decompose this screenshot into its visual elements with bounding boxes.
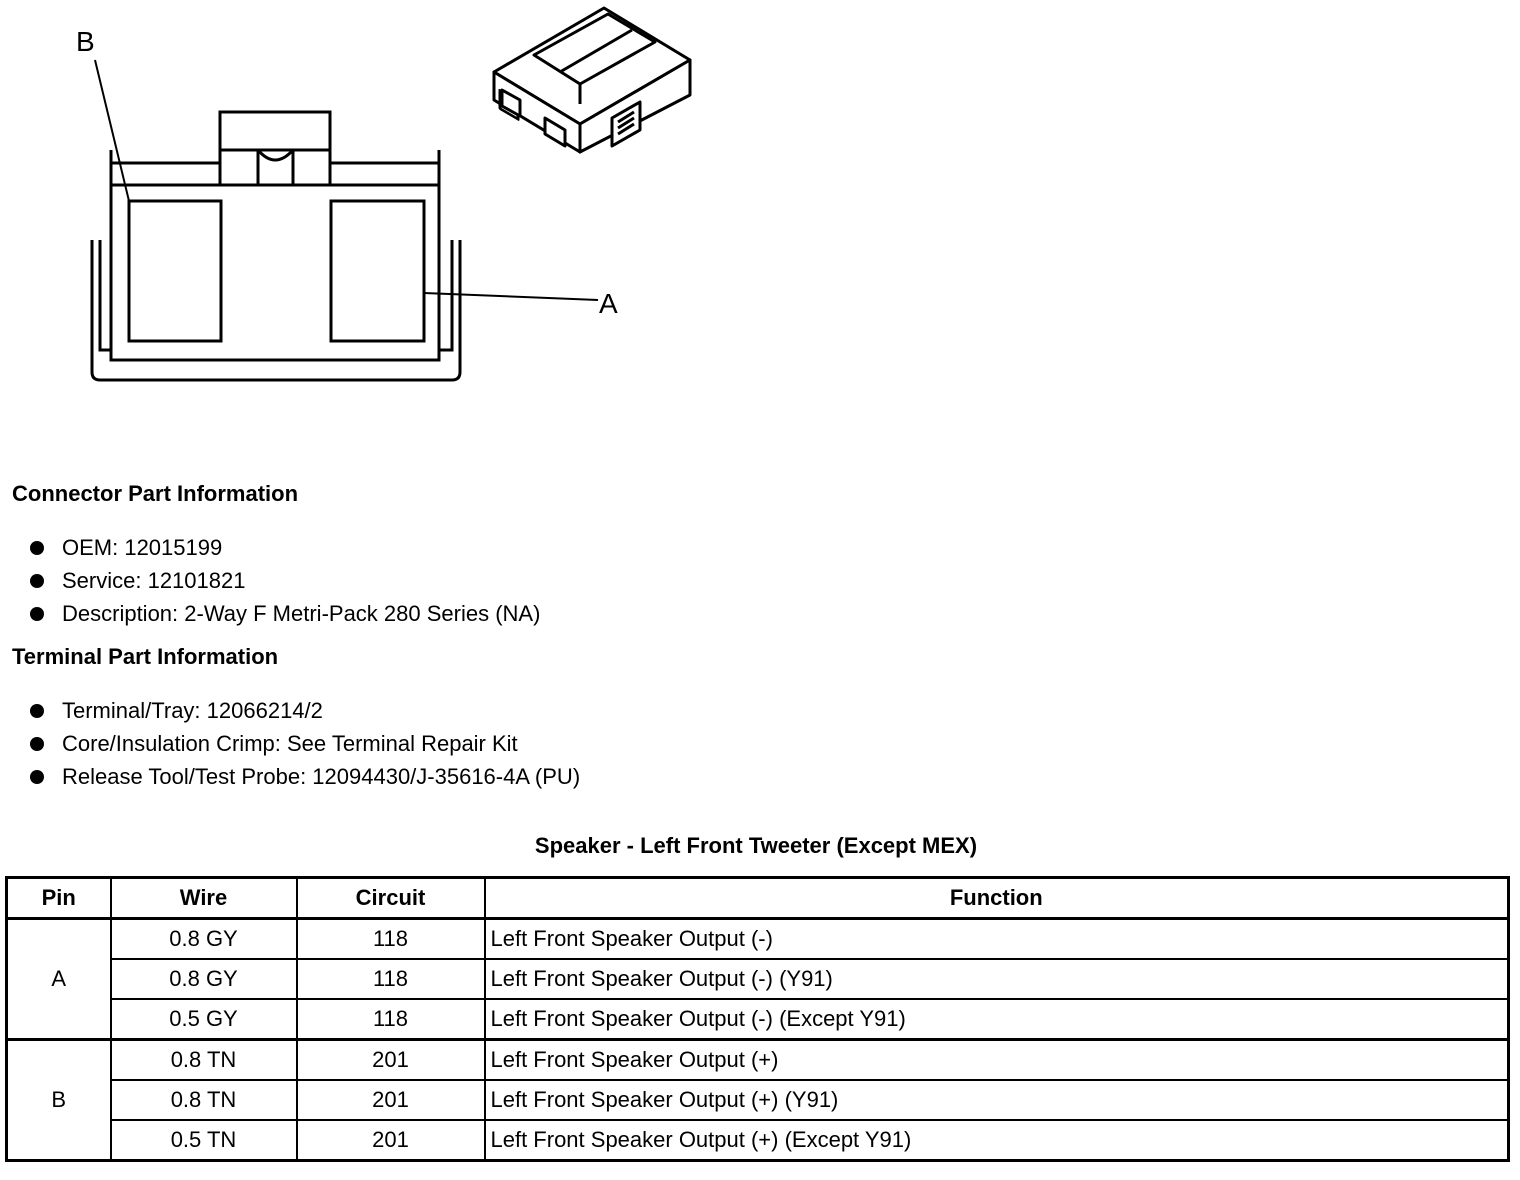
bullet-icon: [30, 574, 44, 588]
bullet-icon: [30, 770, 44, 784]
connector-face-view: [90, 59, 599, 382]
pin-cell: A: [5, 917, 112, 1041]
table-row: 0.8 GY 118 Left Front Speaker Output (-)…: [7, 958, 1510, 1000]
function-cell: Left Front Speaker Output (-) (Y91): [483, 958, 1510, 1000]
header-pin: Pin: [5, 876, 112, 920]
wire-cell: 0.8 GY: [109, 917, 298, 960]
function-cell: Left Front Speaker Output (+): [483, 1038, 1510, 1081]
bullet-icon: [30, 737, 44, 751]
function-cell: Left Front Speaker Output (-): [483, 917, 1510, 960]
header-circuit: Circuit: [295, 876, 486, 920]
circuit-cell: 201: [295, 1119, 486, 1162]
circuit-cell: 201: [295, 1079, 486, 1121]
list-item: Service: 12101821: [30, 569, 540, 602]
terminal-info-heading: Terminal Part Information: [12, 644, 279, 669]
function-cell: Left Front Speaker Output (+) (Except Y9…: [483, 1119, 1510, 1162]
pin-cell: B: [5, 1038, 112, 1162]
wire-cell: 0.5 GY: [109, 998, 298, 1041]
bullet-icon: [30, 607, 44, 621]
header-wire: Wire: [109, 876, 298, 920]
bullet-icon: [30, 704, 44, 718]
list-item: Terminal/Tray: 12066214/2: [30, 699, 580, 732]
table-row: A 0.8 GY 118 Left Front Speaker Output (…: [5, 917, 1510, 1041]
list-item: Release Tool/Test Probe: 12094430/J-3561…: [30, 765, 580, 798]
bullet-icon: [30, 541, 44, 555]
circuit-cell: 118: [295, 917, 486, 960]
wire-cell: 0.8 GY: [109, 958, 298, 1000]
function-cell: Left Front Speaker Output (-) (Except Y9…: [483, 998, 1510, 1041]
function-cell: Left Front Speaker Output (+) (Y91): [483, 1079, 1510, 1121]
list-item: Core/Insulation Crimp: See Terminal Repa…: [30, 732, 580, 765]
table-row: 0.5 TN 201 Left Front Speaker Output (+)…: [7, 1119, 1510, 1162]
callout-label-b: B: [76, 26, 95, 57]
terminal-info-list: Terminal/Tray: 12066214/2 Core/Insulatio…: [30, 699, 580, 798]
table-title: Speaker - Left Front Tweeter (Except MEX…: [534, 833, 978, 858]
connector-diagram: B A: [76, 6, 692, 382]
header-function: Function: [483, 876, 1510, 920]
connector-isometric-view: [492, 6, 692, 154]
circuit-cell: 201: [295, 1038, 486, 1081]
connector-info-list: OEM: 12015199 Service: 12101821 Descript…: [30, 536, 540, 635]
table-header-row: Pin Wire Circuit Function: [5, 876, 1510, 920]
circuit-cell: 118: [295, 958, 486, 1000]
circuit-cell: 118: [295, 998, 486, 1041]
table-row: B 0.8 TN 201 Left Front Speaker Output (…: [5, 1038, 1510, 1162]
cavity-a: [329, 199, 426, 343]
cavity-b: [127, 199, 223, 343]
table-row: 0.5 GY 118 Left Front Speaker Output (-)…: [7, 998, 1510, 1041]
list-item: Description: 2-Way F Metri-Pack 280 Seri…: [30, 602, 540, 635]
wire-cell: 0.8 TN: [109, 1079, 298, 1121]
wire-cell: 0.5 TN: [109, 1119, 298, 1162]
connector-info-heading: Connector Part Information: [12, 481, 299, 506]
table-row: 0.8 TN 201 Left Front Speaker Output (+)…: [7, 1079, 1510, 1121]
callout-label-a: A: [599, 288, 618, 319]
pinout-table: Pin Wire Circuit Function A 0.8 GY 118 L…: [5, 876, 1510, 1162]
wire-cell: 0.8 TN: [109, 1038, 298, 1081]
list-item: OEM: 12015199: [30, 536, 540, 569]
